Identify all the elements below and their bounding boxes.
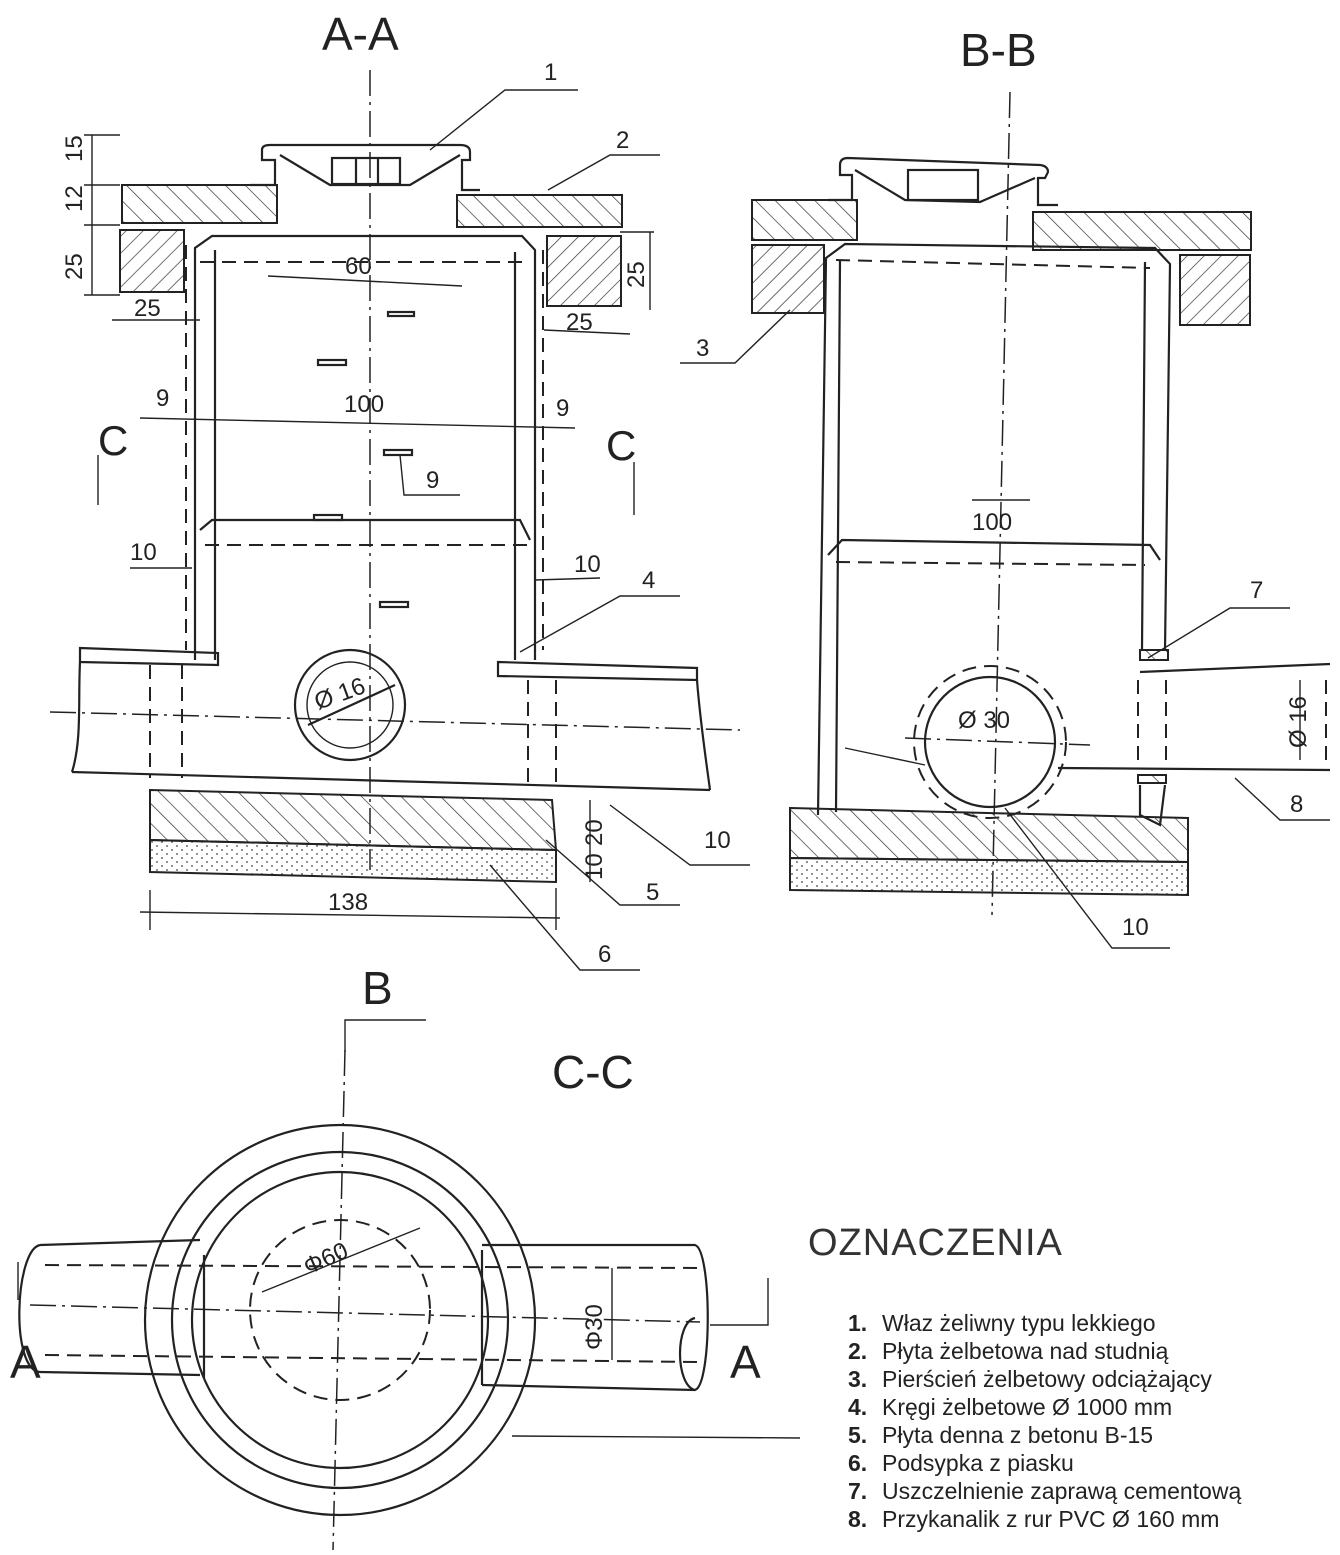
aa-dim-12: 12 xyxy=(61,185,88,212)
legend-item-number: 7. xyxy=(848,1478,868,1504)
legend-item-text: Uszczelnienie zaprawą cementową xyxy=(882,1478,1242,1504)
bb-relieving-ring-left xyxy=(751,244,825,314)
section-bb-title: B-B xyxy=(960,24,1037,76)
legend-item-text: Kręgi żelbetowe Ø 1000 mm xyxy=(882,1394,1173,1420)
legend-item-text: Przykanalik z rur PVC Ø 160 mm xyxy=(882,1506,1220,1532)
aa-dim-100: 100 xyxy=(344,391,384,418)
aa-section-c-right: C xyxy=(606,422,636,469)
cc-section-a-left: A xyxy=(10,1336,41,1388)
legend-item: 8. Przykanalik z rur PVC Ø 160 mm xyxy=(848,1505,1328,1533)
aa-top-slab-right xyxy=(456,194,623,228)
callout-9: 9 xyxy=(426,467,439,494)
bb-pipe-diameter-30: Ø 30 xyxy=(958,707,1010,734)
aa-dim-25-right-v: 25 xyxy=(623,261,650,288)
aa-dim-10-right: 10 xyxy=(574,551,601,578)
aa-dim-9-right: 9 xyxy=(556,395,569,422)
section-aa: A-A xyxy=(49,8,750,971)
section-bb: B-B 100 Ø 30 Ø 16 10 xyxy=(680,24,1331,949)
section-cc-title: C-C xyxy=(552,1046,634,1098)
aa-manhole-cover xyxy=(260,143,480,192)
aa-step xyxy=(378,600,410,609)
callout-7: 7 xyxy=(1250,577,1263,604)
aa-dim-25-left-v: 25 xyxy=(61,253,88,280)
legend-item: 7. Uszczelnienie zaprawą cementową xyxy=(848,1477,1328,1505)
legend-item-number: 8. xyxy=(848,1506,868,1532)
aa-dim-25-left-h: 25 xyxy=(134,295,161,322)
bb-pipe-opening xyxy=(923,675,1057,809)
callout-2: 2 xyxy=(616,127,629,154)
cc-section-a-right: A xyxy=(730,1336,761,1388)
aa-dim-10-left: 10 xyxy=(130,539,157,566)
bb-dim-10-bottom: 10 xyxy=(1122,914,1149,941)
bb-sand-bedding xyxy=(789,856,1189,897)
legend-item-number: 2. xyxy=(848,1338,868,1364)
aa-step xyxy=(382,448,414,457)
cc-pipe xyxy=(39,1238,709,1392)
legend-list: 1. Właz żeliwny typu lekkiego 2. Płyta żel… xyxy=(808,1309,1328,1533)
aa-pipe-opening xyxy=(293,648,407,762)
cc-opening-60 xyxy=(249,1219,431,1401)
cc-section-b-marker: B xyxy=(362,962,393,1014)
bb-top-slab-left xyxy=(751,199,858,241)
bb-center-axis xyxy=(991,91,1011,916)
aa-section-c-left: C xyxy=(98,417,128,464)
bb-pipe-diameter-16: Ø 16 xyxy=(1285,696,1312,748)
callout-6: 6 xyxy=(598,941,611,968)
aa-dim-25-right-h: 25 xyxy=(566,309,593,336)
legend-item: 6. Podsypka z piasku xyxy=(848,1449,1328,1477)
aa-dim-138: 138 xyxy=(328,889,368,916)
legend-item: 5. Płyta denna z betonu B-15 xyxy=(848,1421,1328,1449)
bb-base-slab xyxy=(789,806,1189,864)
bb-top-slab-right xyxy=(1032,211,1252,251)
bb-shaft-ring-outer xyxy=(816,242,1172,816)
legend-item-text: Podsypka z piasku xyxy=(882,1450,1074,1476)
aa-dim-10-base: 10 xyxy=(581,853,608,880)
aa-step xyxy=(386,310,416,318)
cc-dim-phi30: Φ30 xyxy=(581,1304,608,1350)
section-aa-title: A-A xyxy=(322,8,399,60)
aa-dim-60: 60 xyxy=(345,253,372,280)
legend-item: 1. Właz żeliwny typu lekkiego xyxy=(848,1309,1328,1337)
aa-dim-10-bottom: 10 xyxy=(704,827,731,854)
callout-5: 5 xyxy=(646,879,659,906)
legend-item-text: Właz żeliwny typu lekkiego xyxy=(882,1310,1156,1336)
cc-dim-phi60: Φ60 xyxy=(299,1237,352,1280)
legend-title: OZNACZENIA xyxy=(808,1222,1063,1264)
aa-relieving-ring-right xyxy=(546,235,622,307)
section-cc: B C-C Φ60 Φ30 A A xyxy=(10,962,801,1551)
aa-sand-bedding xyxy=(149,838,557,884)
aa-dim-9-left: 9 xyxy=(156,385,169,412)
legend-item: 4. Kręgi żelbetowe Ø 1000 mm xyxy=(848,1393,1328,1421)
legend-item: 2. Płyta żelbetowa nad studnią xyxy=(848,1337,1328,1365)
aa-relieving-ring-left xyxy=(119,229,185,293)
legend-item-text: Pierścień żelbetowy odciążający xyxy=(882,1366,1212,1392)
aa-dim-15: 15 xyxy=(61,135,88,162)
aa-pipe-top-left xyxy=(78,646,220,667)
aa-step xyxy=(312,513,344,522)
legend-item: 3. Pierścień żelbetowy odciążający xyxy=(848,1365,1328,1393)
legend-item-number: 6. xyxy=(848,1450,868,1476)
callout-1: 1 xyxy=(544,59,557,86)
legend-item-number: 3. xyxy=(848,1366,868,1392)
callout-3: 3 xyxy=(696,335,709,362)
cc-outer-ring xyxy=(143,1123,537,1517)
legend-item-number: 5. xyxy=(848,1422,868,1448)
legend-item-number: 4. xyxy=(848,1394,868,1420)
aa-top-slab-left xyxy=(121,184,278,224)
aa-shaft-ring-outer xyxy=(193,234,537,660)
bb-dim-100: 100 xyxy=(972,509,1012,536)
legend-item-text: Płyta żelbetowa nad studnią xyxy=(882,1338,1169,1364)
legend-item-text: Płyta denna z betonu B-15 xyxy=(882,1422,1154,1448)
callout-8: 8 xyxy=(1290,791,1303,818)
aa-step xyxy=(316,358,348,367)
bb-relieving-ring-right xyxy=(1179,254,1251,326)
callout-4: 4 xyxy=(642,567,655,594)
legend-item-number: 1. xyxy=(848,1310,868,1336)
aa-dim-20: 20 xyxy=(581,819,608,846)
legend: OZNACZENIA 1. Właz żeliwny typu lekkiego … xyxy=(808,1222,1328,1533)
